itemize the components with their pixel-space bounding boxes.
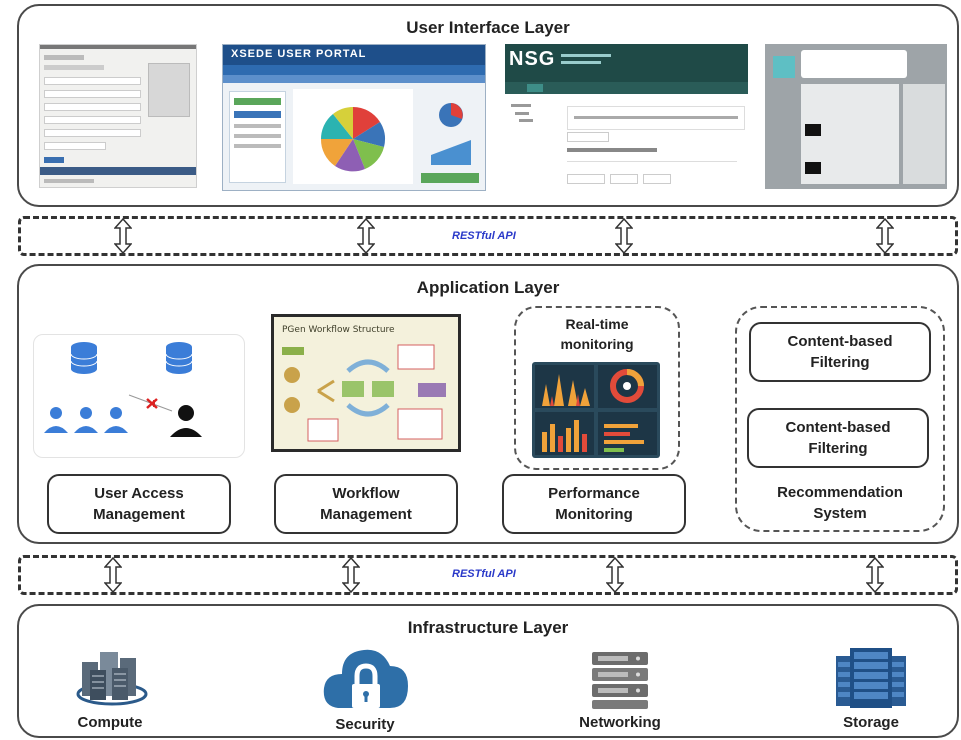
database-icon bbox=[165, 342, 193, 374]
double-arrow-icon bbox=[866, 557, 884, 593]
content-filtering-box-2: Content-based Filtering bbox=[747, 408, 929, 468]
workflow-image-title: PGen Workflow Structure bbox=[282, 325, 395, 335]
nsg-logo: NSG bbox=[509, 48, 556, 70]
network-server-icon bbox=[592, 652, 648, 709]
restful-api-label-top: RESTful API bbox=[452, 230, 516, 242]
restful-api-label-bottom: RESTful API bbox=[452, 568, 516, 580]
admin-user-icon bbox=[170, 405, 202, 437]
xsede-portal-screenshot: XSEDE USER PORTAL bbox=[222, 44, 486, 191]
small-charts-icon bbox=[431, 103, 471, 165]
monitoring-dashboard-icon bbox=[532, 362, 660, 458]
social-feed-screenshot bbox=[765, 44, 947, 189]
double-arrow-icon bbox=[357, 218, 375, 254]
user-access-diagram bbox=[33, 334, 245, 458]
double-arrow-icon bbox=[876, 218, 894, 254]
workflow-management-box: Workflow Management bbox=[274, 474, 458, 534]
login-form-screenshot bbox=[39, 44, 197, 188]
double-arrow-icon bbox=[104, 557, 122, 593]
double-arrow-icon bbox=[342, 557, 360, 593]
user-access-management-box: User Access Management bbox=[47, 474, 231, 534]
app-layer-title: Application Layer bbox=[416, 278, 560, 297]
recommendation-system-panel bbox=[735, 306, 945, 532]
restful-api-band-bottom bbox=[18, 555, 958, 595]
nsg-portal-screenshot: NSG bbox=[505, 44, 748, 189]
performance-monitoring-box: Performance Monitoring bbox=[502, 474, 686, 534]
double-arrow-icon bbox=[114, 218, 132, 254]
users-icon bbox=[44, 407, 128, 433]
workflow-illustration bbox=[282, 344, 446, 442]
compute-icon bbox=[76, 652, 148, 706]
content-filtering-box-1: Content-based Filtering bbox=[749, 322, 931, 382]
ui-layer-title: User Interface Layer bbox=[406, 18, 570, 37]
cloud-lock-icon bbox=[323, 649, 408, 708]
restful-api-band-top bbox=[18, 216, 958, 256]
recommendation-system-label: Recommendation System bbox=[777, 484, 903, 522]
storage-icon bbox=[836, 648, 906, 708]
double-arrow-icon bbox=[606, 557, 624, 593]
compute-label: Compute bbox=[77, 714, 143, 731]
networking-label: Networking bbox=[579, 714, 661, 731]
realtime-monitoring-panel: Real-time monitoring bbox=[514, 306, 680, 470]
security-label: Security bbox=[335, 716, 395, 733]
workflow-diagram: PGen Workflow Structure bbox=[271, 314, 461, 452]
storage-label: Storage bbox=[843, 714, 899, 731]
database-icon bbox=[70, 342, 98, 374]
realtime-monitoring-label: Real-time monitoring bbox=[560, 316, 634, 352]
double-arrow-icon bbox=[615, 218, 633, 254]
user-access-illustration bbox=[44, 342, 202, 437]
infra-layer-title: Infrastructure Layer bbox=[407, 618, 569, 637]
pie-chart-icon bbox=[293, 89, 413, 184]
infrastructure-layer: Infrastructure Layer bbox=[17, 604, 959, 738]
xsede-portal-title: XSEDE USER PORTAL bbox=[231, 48, 367, 60]
